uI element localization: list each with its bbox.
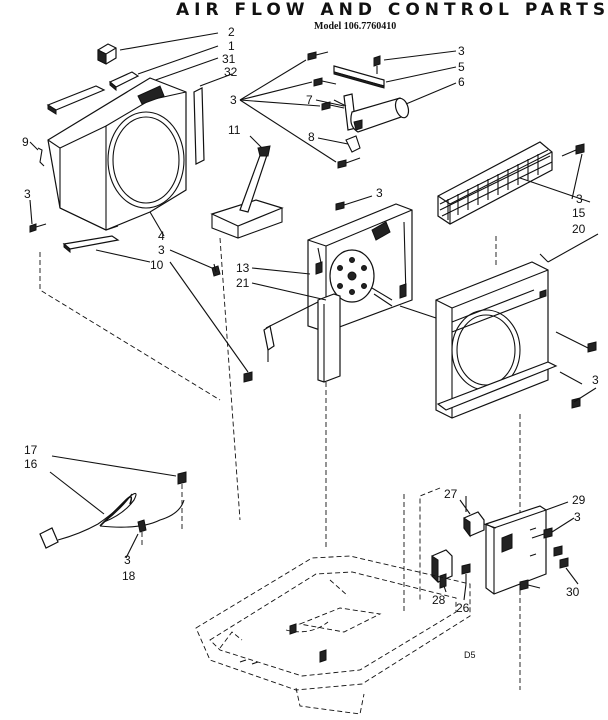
callout-7: 7 — [306, 93, 313, 107]
callout-28: 28 — [432, 593, 446, 607]
callout-13: 13 — [236, 261, 250, 275]
callout-30: 30 — [566, 585, 580, 599]
part-21-motor-shaft-housing — [317, 293, 341, 383]
callout-5: 5 — [458, 60, 465, 74]
callout-3-ctrl: 3 — [574, 510, 581, 524]
base-mark: D5 — [464, 650, 476, 660]
callout-3-left: 3 — [24, 187, 31, 201]
callout-labels: 2 1 31 32 3 5 6 3 7 8 9 11 3 3 4 3 10 13… — [22, 25, 599, 660]
screw-top-4 — [337, 157, 361, 169]
part-26-screw — [461, 563, 471, 584]
screw-fan-top — [335, 195, 373, 211]
callout-32: 32 — [224, 65, 238, 79]
screw-fan-bottom — [169, 261, 253, 383]
callout-27: 27 — [444, 487, 458, 501]
callout-17: 17 — [24, 443, 38, 457]
part-32-seal-strip — [193, 73, 233, 165]
leader-lines — [29, 50, 583, 601]
part-5-mounting-strap — [333, 65, 385, 89]
callout-16: 16 — [24, 457, 38, 471]
callout-3-top: 3 — [458, 44, 465, 58]
callout-4: 4 — [158, 229, 165, 243]
part-28-thermostat — [431, 549, 453, 589]
model-number: Model 106.7760410 — [314, 21, 397, 32]
screw-top-2 — [313, 77, 337, 87]
fan-motor-bolts — [371, 287, 393, 307]
part-27-switch — [459, 499, 497, 538]
part-18-screw — [125, 519, 147, 559]
screw-top-1 — [307, 51, 329, 61]
part-2-knob-cube — [97, 43, 117, 65]
callout-15: 15 — [572, 206, 586, 220]
part-6-capacitor — [350, 97, 410, 133]
screw-bracket — [211, 263, 221, 277]
control-screw-3 — [531, 527, 553, 539]
callout-3-right: 3 — [592, 373, 599, 387]
screw-right-1 — [555, 331, 597, 353]
callout-26: 26 — [456, 601, 470, 615]
callout-3-grille: 3 — [576, 192, 583, 206]
callout-1: 1 — [228, 39, 235, 53]
screw-grille — [561, 143, 585, 157]
part-10-bar — [62, 235, 151, 263]
callout-6: 6 — [458, 75, 465, 89]
part-16-power-cord — [39, 471, 185, 549]
callout-3-fan: 3 — [376, 186, 383, 200]
callout-31: 31 — [222, 52, 236, 66]
part-17-strain-relief — [51, 455, 187, 530]
callout-3-left-group: 3 — [230, 93, 237, 107]
callout-11: 11 — [228, 123, 241, 137]
callout-3-cord: 3 — [124, 553, 131, 567]
callout-2: 2 — [228, 25, 235, 39]
part-8-clip — [345, 135, 361, 153]
callout-29: 29 — [572, 493, 586, 507]
part-31-strip — [46, 85, 106, 115]
screw-right-2 — [571, 387, 597, 409]
part-11-bracket — [210, 135, 284, 521]
page-title: AIR FLOW AND CONTROL PARTS — [176, 0, 608, 20]
part-15-air-grille — [437, 141, 553, 225]
part-29-control-bracket — [485, 505, 547, 595]
screw-left — [29, 223, 47, 233]
screw-part-3 — [373, 55, 381, 74]
part-30-screws — [519, 545, 579, 591]
base-pan-outline — [195, 555, 471, 715]
callout-18: 18 — [122, 569, 136, 583]
callout-10: 10 — [150, 258, 164, 272]
callout-9: 9 — [22, 135, 29, 149]
callout-3-bottom: 3 — [158, 243, 165, 257]
part-21-clip — [263, 301, 319, 362]
part-20-orifice-panel — [435, 261, 558, 419]
part-4-front-shroud — [39, 77, 221, 401]
part-9-clip — [37, 147, 45, 167]
callout-21: 21 — [236, 276, 250, 290]
part-1-strip — [108, 71, 140, 92]
callout-8: 8 — [308, 130, 315, 144]
callout-20: 20 — [572, 222, 586, 236]
